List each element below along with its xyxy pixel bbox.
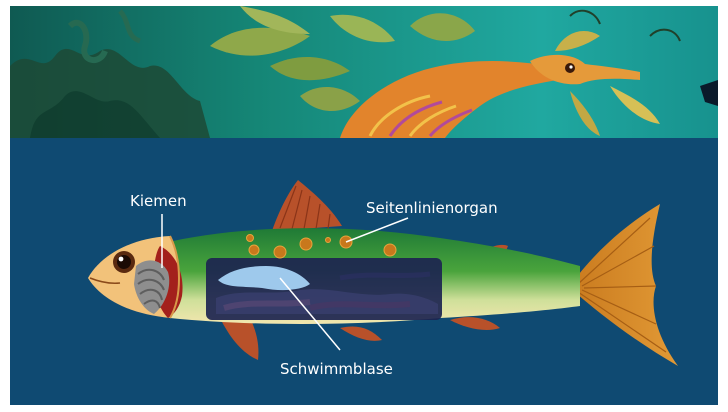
figure-frame: Kiemen Seitenlinienorgan Schwimmblase bbox=[10, 6, 718, 405]
spot bbox=[300, 238, 312, 250]
label-schwimmblase: Schwimmblase bbox=[280, 360, 393, 378]
eye bbox=[113, 251, 135, 273]
spot bbox=[249, 245, 259, 255]
label-kiemen: Kiemen bbox=[130, 192, 187, 210]
spot bbox=[326, 238, 331, 243]
label-seitenlinienorgan: Seitenlinienorgan bbox=[366, 199, 498, 217]
spot bbox=[247, 235, 254, 242]
seadragon-photo bbox=[10, 6, 718, 138]
spot bbox=[384, 244, 396, 256]
spot bbox=[274, 246, 286, 258]
fish-anatomy-diagram: Kiemen Seitenlinienorgan Schwimmblase bbox=[10, 138, 718, 405]
